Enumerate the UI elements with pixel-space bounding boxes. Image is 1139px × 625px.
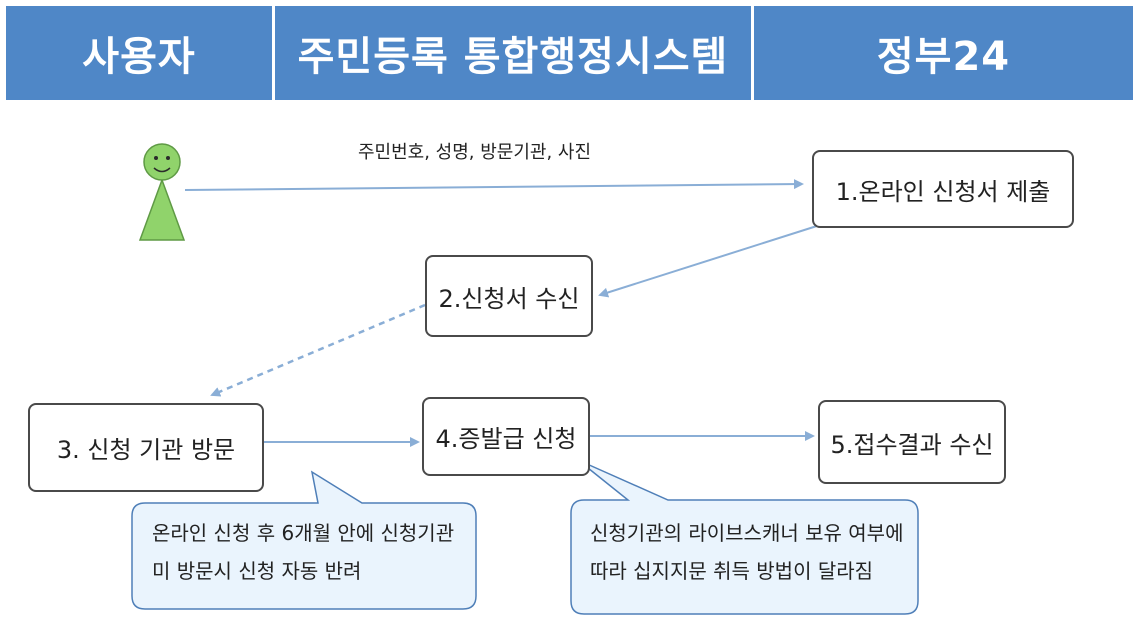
callout-left-shape [131,470,477,610]
arrow-user-to-step1 [184,179,804,191]
callout-left-line2: 미 방문시 신청 자동 반려 [152,559,362,583]
callout-left-line1: 온라인 신청 후 6개월 안에 신청기관 [152,521,455,545]
callout-right-line1: 신청기관의 라이브스캐너 보유 여부에 [590,521,904,545]
header-gov24: 정부24 [754,6,1133,100]
user-person-icon [138,143,186,241]
header-user: 사용자 [6,6,272,100]
input-fields-label: 주민번호, 성명, 방문기관, 사진 [358,142,592,163]
header-divider [751,6,754,100]
step4-box: 4.증발급 신청 [422,397,590,476]
callout-right-shape [570,459,919,615]
step2-box: 2.신청서 수신 [425,255,593,337]
header-divider [272,6,275,100]
arrow-step1-to-step2 [598,224,821,298]
swimlane-header: 사용자 주민등록 통합행정시스템 정부24 [6,6,1133,100]
step5-box: 5.접수결과 수신 [818,400,1006,484]
step3-box: 3. 신청 기관 방문 [28,403,264,492]
callout-right-text: 신청기관의 라이브스캐너 보유 여부에 따라 십지지문 취득 방법이 달라짐 [590,514,903,590]
callout-right-line2: 따라 십지지문 취득 방법이 달라짐 [590,559,874,583]
step1-box: 1.온라인 신청서 제출 [812,150,1074,228]
arrow-step2-to-step3 [210,303,426,397]
header-system: 주민등록 통합행정시스템 [275,6,751,100]
callout-left-text: 온라인 신청 후 6개월 안에 신청기관 미 방문시 신청 자동 반려 [152,514,454,590]
